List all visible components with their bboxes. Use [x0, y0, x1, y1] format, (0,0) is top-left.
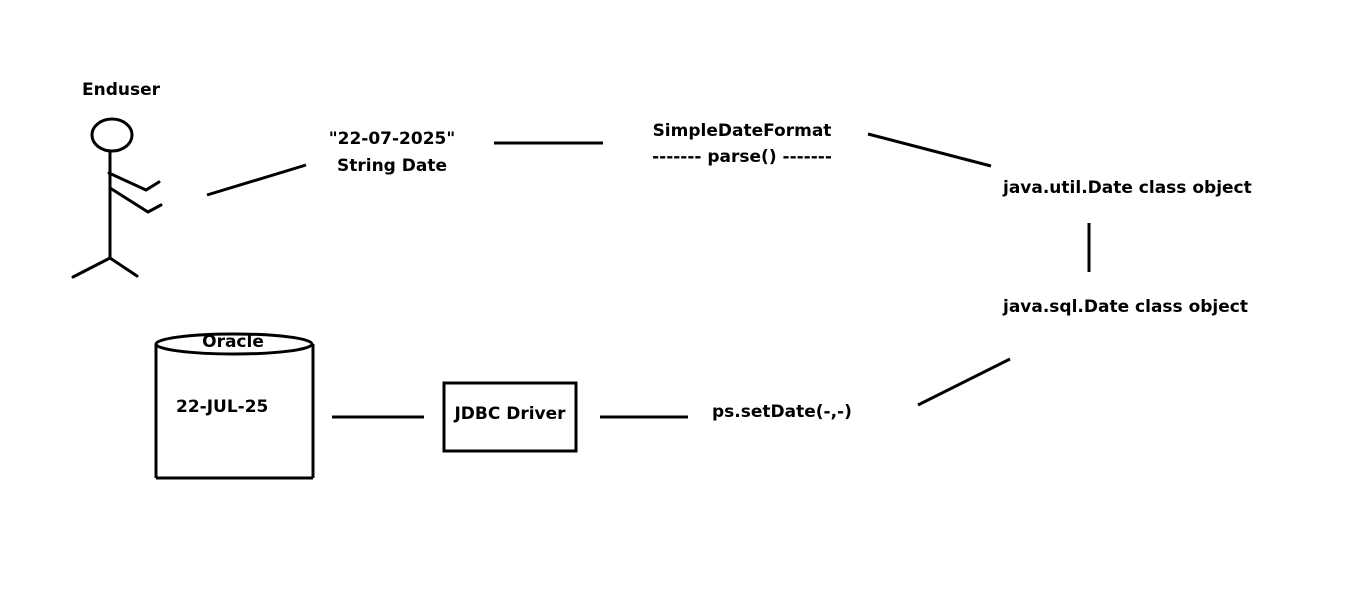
set-date-call-label: ps.setDate(-,-): [712, 402, 852, 422]
oracle-stored-value: 22-JUL-25: [176, 397, 269, 417]
stick-figure-lower-arm: [108, 186, 163, 214]
stick-figure-head: [90, 117, 134, 153]
connector-sql-date-to-setdate: [917, 357, 1011, 407]
oracle-database-label: Oracle: [202, 332, 264, 352]
connector-parser-to-util-date: [867, 132, 992, 168]
connector-user-to-string-date: [206, 163, 307, 197]
enduser-stick-figure-icon: [71, 117, 163, 279]
stick-figure-upper-arm: [107, 171, 161, 192]
jdbc-driver-box: [442, 381, 578, 453]
jdbc-driver-label: JDBC Driver: [454, 404, 566, 424]
stick-figure-legs: [71, 256, 139, 279]
sql-date-object-label: java.sql.Date class object: [1003, 297, 1248, 317]
string-date-value: "22-07-2025": [328, 129, 456, 149]
oracle-database-cylinder-icon: [154, 332, 315, 480]
enduser-label: Enduser: [82, 80, 161, 100]
simple-date-format-label: SimpleDateFormat: [652, 121, 832, 141]
parse-method-label: ------- parse() -------: [652, 147, 832, 167]
simple-date-format-node: SimpleDateFormat ------- parse() -------: [652, 120, 832, 168]
string-date-type-label: String Date: [336, 156, 447, 176]
string-date-node: "22-07-2025" String Date: [322, 128, 462, 177]
util-date-object-label: java.util.Date class object: [1003, 178, 1252, 198]
cylinder-top: [154, 332, 314, 356]
